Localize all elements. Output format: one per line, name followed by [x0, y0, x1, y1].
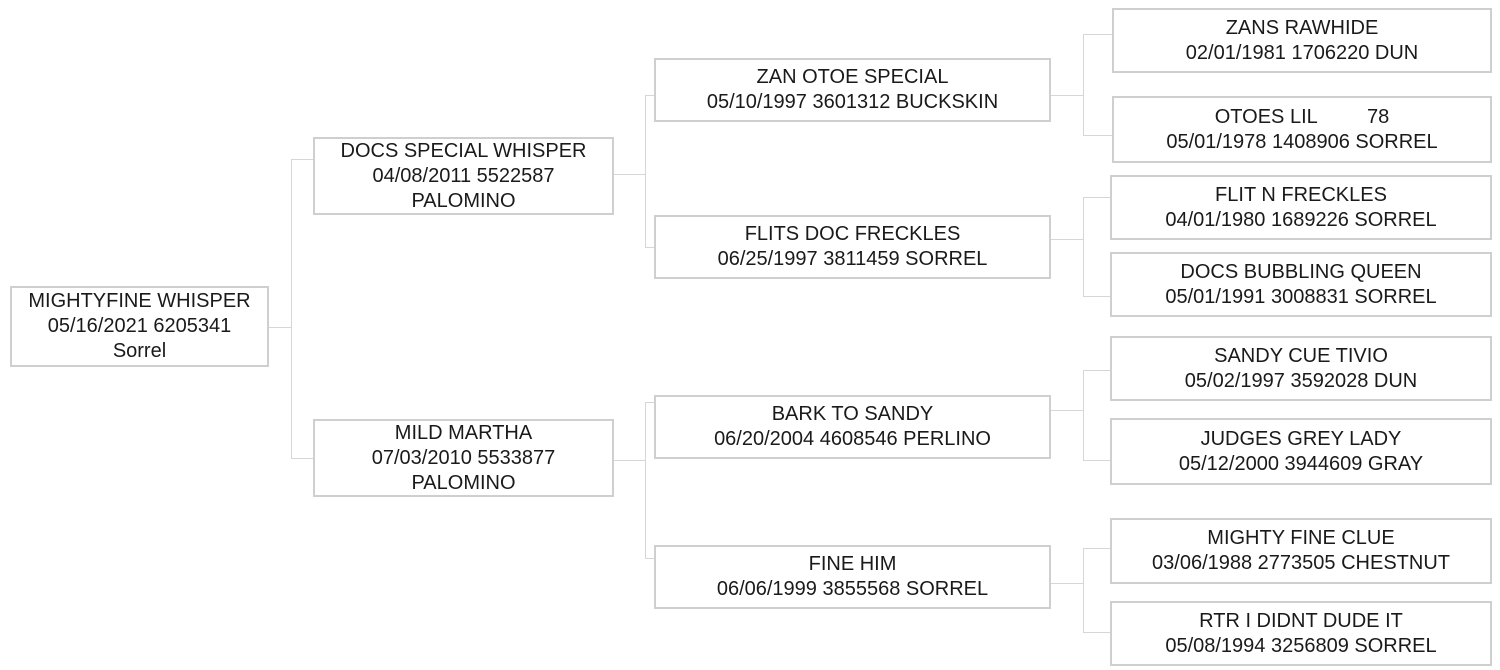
- connector: [1083, 548, 1111, 549]
- connector: [645, 247, 655, 248]
- horse-name: JUDGES GREY LADY: [1200, 427, 1402, 450]
- horse-name: DOCS SPECIAL WHISPER: [340, 139, 587, 162]
- horse-details: 02/01/1981 1706220 DUN: [1185, 41, 1419, 64]
- connector: [1083, 135, 1113, 136]
- horse-name: BARK TO SANDY: [771, 403, 934, 425]
- horse-color: PALOMINO: [411, 189, 516, 212]
- connector: [1083, 370, 1111, 371]
- connector: [291, 159, 314, 160]
- connector: [1083, 370, 1084, 461]
- connector: [1083, 34, 1113, 35]
- connector: [1050, 583, 1084, 584]
- horse-name: RTR I DIDNT DUDE IT: [1199, 609, 1403, 632]
- horse-name: ZANS RAWHIDE: [1225, 16, 1379, 39]
- horse-name: FLITS DOC FRECKLES: [744, 223, 961, 245]
- connector: [645, 402, 655, 403]
- sire-box: DOCS SPECIAL WHISPER 04/08/2011 5522587 …: [313, 137, 614, 215]
- connector: [1083, 632, 1111, 633]
- horse-details: 03/06/1988 2773505 CHESTNUT: [1152, 552, 1450, 574]
- horse-details: 06/20/2004 4608546 PERLINO: [714, 428, 991, 450]
- connector: [268, 327, 292, 328]
- horse-details: 06/06/1999 3855568 SORREL: [716, 578, 989, 600]
- sire-dam-box: FLITS DOC FRECKLES 06/25/1997 3811459 SO…: [654, 215, 1051, 279]
- horse-name: SANDY CUE TIVIO: [1214, 344, 1388, 367]
- connector: [613, 460, 646, 461]
- horse-details: 05/02/1997 3592028 DUN: [1184, 369, 1418, 392]
- connector: [1083, 296, 1111, 297]
- horse-name: DOCS BUBBLING QUEEN: [1180, 260, 1422, 283]
- connector: [1050, 95, 1084, 96]
- connector: [1050, 239, 1084, 240]
- dam-dam-sire-box: MIGHTY FINE CLUE 03/06/1988 2773505 CHES…: [1110, 518, 1492, 584]
- horse-details: 06/25/1997 3811459 SORREL: [717, 248, 988, 270]
- horse-details: 04/01/1980 1689226 SORREL: [1165, 208, 1437, 231]
- dam-dam-dam-box: RTR I DIDNT DUDE IT 05/08/1994 3256809 S…: [1110, 601, 1492, 666]
- connector: [645, 95, 655, 96]
- dam-box: MILD MARTHA 07/03/2010 5533877 PALOMINO: [313, 419, 614, 497]
- horse-details: 05/10/1997 3601312 BUCKSKIN: [706, 91, 999, 113]
- sire-dam-dam-box: DOCS BUBBLING QUEEN 05/01/1991 3008831 S…: [1110, 252, 1492, 317]
- connector: [1083, 460, 1111, 461]
- connector: [291, 159, 292, 459]
- horse-name: OTOES LIL 78: [1214, 105, 1390, 128]
- connector: [1083, 197, 1084, 297]
- horse-details: 04/08/2011 5522587: [372, 164, 555, 187]
- dam-dam-box: FINE HIM 06/06/1999 3855568 SORREL: [654, 545, 1051, 609]
- dam-sire-sire-box: SANDY CUE TIVIO 05/02/1997 3592028 DUN: [1110, 336, 1492, 401]
- horse-name: ZAN OTOE SPECIAL: [756, 66, 949, 88]
- horse-color: Sorrel: [112, 340, 167, 362]
- sire-sire-box: ZAN OTOE SPECIAL 05/10/1997 3601312 BUCK…: [654, 58, 1051, 122]
- sire-dam-sire-box: FLIT N FRECKLES 04/01/1980 1689226 SORRE…: [1110, 175, 1492, 240]
- sire-sire-dam-box: OTOES LIL 78 05/01/1978 1408906 SORREL: [1112, 96, 1492, 163]
- connector: [1083, 548, 1084, 633]
- horse-name: MIGHTY FINE CLUE: [1207, 527, 1395, 549]
- horse-name: MILD MARTHA: [394, 421, 533, 444]
- connector: [645, 95, 646, 248]
- horse-details: 05/08/1994 3256809 SORREL: [1165, 634, 1437, 657]
- dam-sire-dam-box: JUDGES GREY LADY 05/12/2000 3944609 GRAY: [1110, 418, 1492, 485]
- horse-details: 05/12/2000 3944609 GRAY: [1178, 452, 1424, 475]
- connector: [1050, 410, 1084, 411]
- connector: [1083, 197, 1111, 198]
- sire-sire-sire-box: ZANS RAWHIDE 02/01/1981 1706220 DUN: [1112, 8, 1492, 73]
- horse-details: 05/16/2021 6205341: [47, 315, 232, 337]
- connector: [645, 558, 655, 559]
- connector: [645, 402, 646, 559]
- subject-horse-box: MIGHTYFINE WHISPER 05/16/2021 6205341 So…: [10, 286, 269, 367]
- horse-details: 07/03/2010 5533877: [371, 446, 556, 469]
- connector: [291, 458, 314, 459]
- connector: [1083, 34, 1084, 136]
- horse-name: FINE HIM: [808, 553, 897, 575]
- horse-color: PALOMINO: [411, 471, 516, 494]
- horse-details: 05/01/1991 3008831 SORREL: [1165, 285, 1437, 308]
- horse-name: FLIT N FRECKLES: [1215, 183, 1387, 206]
- connector: [613, 174, 646, 175]
- horse-name: MIGHTYFINE WHISPER: [28, 290, 251, 312]
- dam-sire-box: BARK TO SANDY 06/20/2004 4608546 PERLINO: [654, 395, 1051, 459]
- horse-details: 05/01/1978 1408906 SORREL: [1166, 130, 1438, 153]
